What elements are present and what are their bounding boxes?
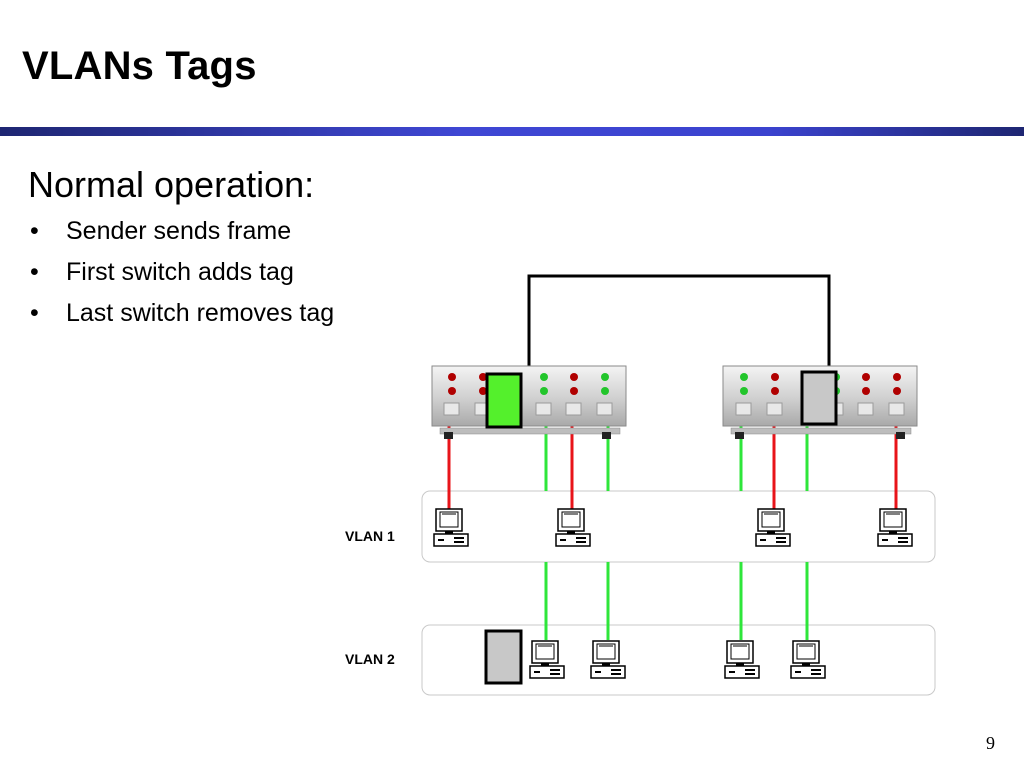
- vlan1-computer-icon: [755, 508, 791, 547]
- vlan1-computer-icon: [433, 508, 469, 547]
- tagged-frame: [485, 372, 523, 429]
- bullet-dot: •: [30, 258, 39, 286]
- page-number: 9: [986, 733, 995, 753]
- vlan2-computer-icon: [590, 640, 626, 679]
- section-heading: Normal operation:: [28, 164, 315, 205]
- bullet-item: • Last switch removes tag: [30, 296, 334, 337]
- received-frame: [800, 370, 838, 426]
- title-divider-bar: [0, 127, 1024, 136]
- vlan1-links: [447, 425, 898, 510]
- vlan2-links: [544, 425, 809, 640]
- switch-2: [722, 365, 918, 439]
- bullet-item: • Sender sends frame: [30, 214, 334, 255]
- bullet-text: First switch adds tag: [66, 258, 294, 286]
- bullet-text: Last switch removes tag: [66, 299, 335, 327]
- switch-1-ports: [443, 402, 613, 416]
- vlan2-computer-icon: [529, 640, 565, 679]
- vlan2-computer-icon: [790, 640, 826, 679]
- bullet-item: • First switch adds tag: [30, 255, 334, 296]
- vlan1-computer-icon: [877, 508, 913, 547]
- trunk-link: [527, 274, 831, 378]
- vlan1-group-box: [421, 490, 936, 563]
- switch-1-leds: [448, 373, 609, 395]
- switch-1: [431, 365, 627, 439]
- vlan1-label: VLAN 1: [345, 528, 395, 544]
- sender-frame: [484, 629, 523, 685]
- slide-title: VLANs Tags: [22, 44, 257, 88]
- bullet-text: Sender sends frame: [66, 217, 292, 245]
- bullet-list: • Sender sends frame • First switch adds t…: [30, 214, 334, 337]
- vlan2-label: VLAN 2: [345, 651, 395, 667]
- bullet-dot: •: [30, 299, 39, 327]
- bullet-dot: •: [30, 217, 39, 245]
- vlan1-computer-icon: [555, 508, 591, 547]
- vlan2-computer-icon: [724, 640, 760, 679]
